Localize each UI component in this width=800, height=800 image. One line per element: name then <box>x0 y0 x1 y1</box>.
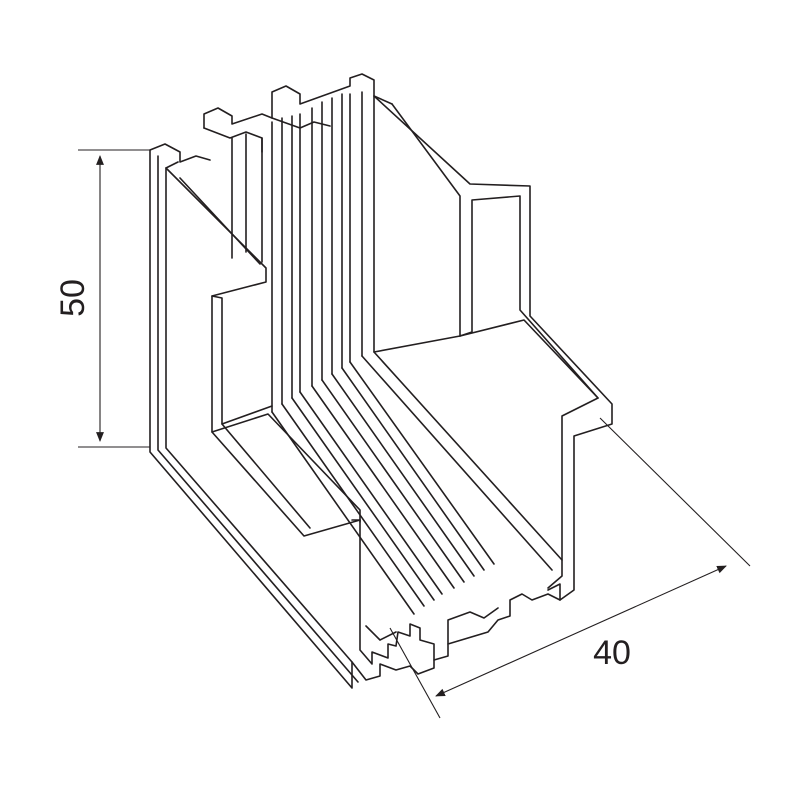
back-top-rail-lip <box>203 117 331 153</box>
depth-dimension: 40 <box>389 417 751 719</box>
height-label: 50 <box>54 279 92 317</box>
front-profile <box>351 519 561 665</box>
left-step-face <box>179 177 311 529</box>
depth-extension-front <box>389 627 441 719</box>
right-wall-inner <box>391 103 599 589</box>
back-slot-lines <box>231 93 343 413</box>
back-top-rail <box>203 73 393 129</box>
depth-dimension-line <box>435 565 727 697</box>
left-wall-inner-edge <box>157 155 359 683</box>
right-outer-wall <box>373 95 613 601</box>
right-inner-face <box>361 335 563 571</box>
right-wall-floor <box>459 319 599 399</box>
back-slot-lines-2 <box>349 91 375 363</box>
channel-lines <box>271 361 495 615</box>
left-floor-line <box>221 405 273 425</box>
front-profile-lower <box>351 659 435 681</box>
front-profile-inner <box>365 607 499 645</box>
depth-label: 40 <box>593 634 631 672</box>
depth-extension-back <box>599 417 751 567</box>
profile-body <box>149 73 613 689</box>
height-dimension: 50 <box>54 149 150 448</box>
left-top-flange <box>149 143 211 163</box>
